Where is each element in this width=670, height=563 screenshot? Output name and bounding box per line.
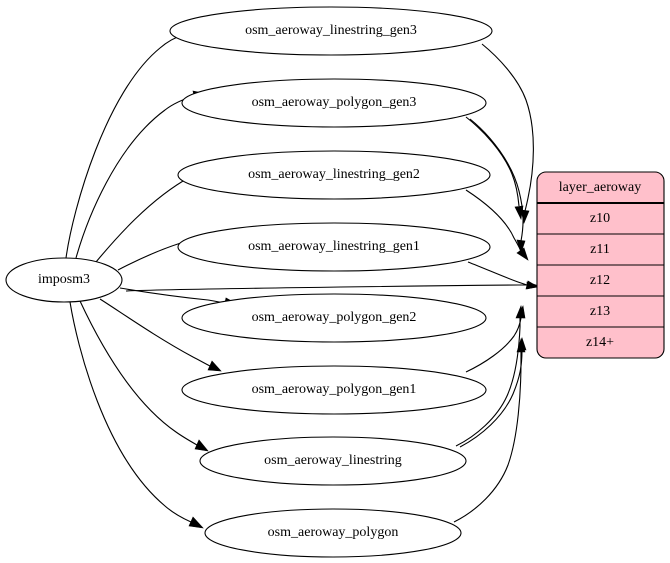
node-osm-aeroway-linestring-gen2[interactable]: osm_aeroway_linestring_gen2	[177, 150, 491, 200]
edge-imposm3-to-linestring	[79, 300, 209, 452]
edge-linestring-to-z13	[455, 305, 525, 447]
node-imposm3[interactable]: imposm3	[5, 257, 123, 303]
node-label-polygon-gen2: osm_aeroway_polygon_gen2	[252, 310, 417, 325]
edge-polygon-gen2-to-z12	[125, 281, 541, 292]
edge-group-tables-to-layer	[125, 43, 541, 523]
layer-table-row-z11[interactable]: z11	[590, 242, 610, 257]
node-osm-aeroway-linestring-gen1[interactable]: osm_aeroway_linestring_gen1	[177, 222, 491, 272]
edge-polygon-gen3-to-z10	[465, 116, 524, 220]
edge-imposm3-to-polygon-gen1	[99, 298, 222, 372]
edge-linestring-gen2-to-z11	[465, 189, 529, 261]
node-osm-aeroway-polygon-gen2[interactable]: osm_aeroway_polygon_gen2	[181, 293, 487, 343]
layer-table-row-z13[interactable]: z13	[590, 304, 610, 319]
node-label-polygon-gen3: osm_aeroway_polygon_gen3	[252, 95, 417, 110]
node-label-linestring-gen1: osm_aeroway_linestring_gen1	[248, 239, 420, 254]
node-osm-aeroway-polygon-gen1[interactable]: osm_aeroway_polygon_gen1	[181, 365, 487, 415]
node-osm-aeroway-polygon[interactable]: osm_aeroway_polygon	[204, 508, 462, 558]
edge-polygon-to-z14	[453, 337, 526, 523]
node-osm-aeroway-linestring[interactable]: osm_aeroway_linestring	[199, 436, 467, 486]
node-osm-aeroway-polygon-gen3[interactable]: osm_aeroway_polygon_gen3	[181, 78, 487, 128]
layer-table-row-z10[interactable]: z10	[590, 211, 610, 226]
edge-imposm3-to-polygon	[69, 301, 204, 529]
node-label-polygon-gen1: osm_aeroway_polygon_gen1	[252, 382, 417, 397]
node-label-polygon: osm_aeroway_polygon	[268, 525, 399, 540]
node-label-linestring: osm_aeroway_linestring	[264, 453, 402, 468]
layer-aeroway-table[interactable]: layer_aeroway z10 z11 z12 z13 z14+	[536, 171, 665, 359]
node-label-imposm3: imposm3	[38, 272, 90, 287]
node-osm-aeroway-linestring-gen3[interactable]: osm_aeroway_linestring_gen3	[169, 6, 493, 56]
edge-polygon-gen3-to-z11	[469, 118, 526, 254]
layer-table-title: layer_aeroway	[559, 180, 641, 195]
node-label-linestring-gen2: osm_aeroway_linestring_gen2	[248, 167, 420, 182]
layer-table-row-z12[interactable]: z12	[590, 273, 610, 288]
edge-linestring-gen3-to-z10	[481, 43, 534, 224]
layer-table-row-z14-plus[interactable]: z14+	[586, 335, 614, 350]
node-label-linestring-gen3: osm_aeroway_linestring_gen3	[245, 23, 417, 38]
